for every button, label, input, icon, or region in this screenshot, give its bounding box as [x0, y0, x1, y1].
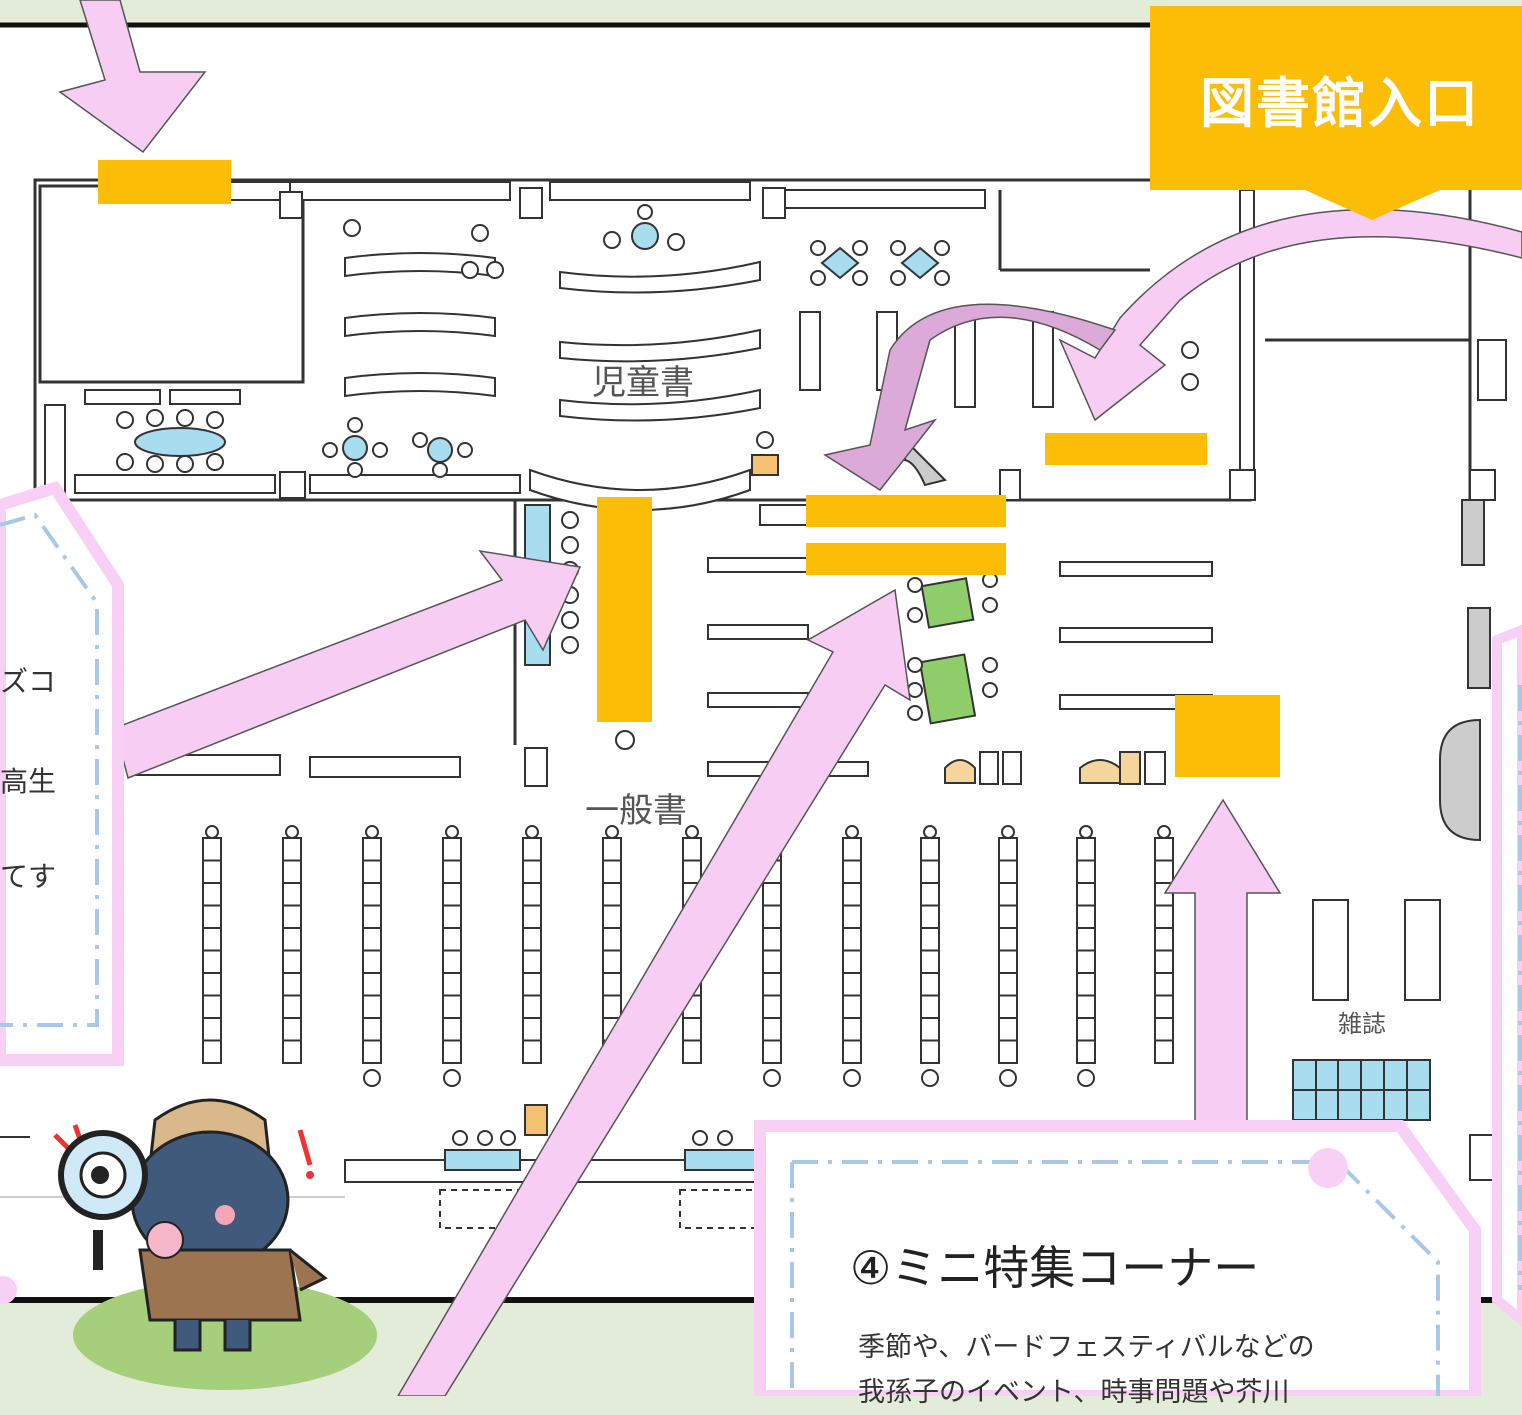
- left-card-text-1: ズコ: [0, 665, 57, 698]
- mini-feature-body: 季節や、バードフェスティバルなどの 我孫子のイベント、時事問題や芥川: [858, 1325, 1315, 1415]
- entrance-label: 図書館入口: [1200, 71, 1480, 135]
- label-children: 児童書: [592, 363, 694, 403]
- spot-vertical: [597, 497, 652, 722]
- spot-entrance-right: [1045, 433, 1207, 465]
- entrance-pointer: [1305, 190, 1440, 220]
- mini-feature-body-line-1: 季節や、バードフェスティバルなどの: [858, 1332, 1315, 1363]
- pointer-arrows: [58, 0, 1522, 1396]
- general-chairs: [561, 511, 1166, 785]
- left-card-text-3: てす: [0, 860, 57, 893]
- arrow-top-left: [58, 0, 207, 154]
- magnifier-icon: [58, 1130, 148, 1270]
- arrow-bottom-long: [397, 588, 911, 1396]
- book-stacks: [202, 825, 1174, 1087]
- left-card-text-2: 高生: [0, 765, 57, 798]
- mini-feature-body-line-2: 我孫子のイベント、時事問題や芥川: [858, 1377, 1290, 1408]
- spot-mini-feature: [1175, 695, 1280, 777]
- children-shelves: [344, 252, 1054, 511]
- mini-feature-content: ④ミニ特集コーナー 季節や、バードフェスティバルなどの 我孫子のイベント、時事問…: [770, 1140, 1410, 1408]
- spot-top-left: [98, 160, 231, 204]
- label-general: 一般書: [585, 791, 687, 831]
- spot-mid-1: [806, 495, 1006, 527]
- arrow-curve-inner: [823, 303, 1117, 491]
- left-card: [0, 480, 124, 1304]
- arrow-left-card: [114, 549, 582, 780]
- arrow-mini-feature: [1163, 798, 1282, 1126]
- children-tables: [116, 204, 1199, 487]
- mini-feature-card: [754, 1120, 1481, 1396]
- mini-feature-title: ④ミニ特集コーナー: [850, 1241, 1260, 1295]
- detective-mascot-icon: [53, 1098, 377, 1390]
- highlight-spots: [98, 160, 1280, 777]
- entrance-banner: 図書館入口: [1150, 6, 1522, 190]
- label-magazines: 雑誌: [1338, 1010, 1386, 1038]
- spot-mid-2: [806, 543, 1006, 575]
- right-card: [1492, 624, 1522, 1327]
